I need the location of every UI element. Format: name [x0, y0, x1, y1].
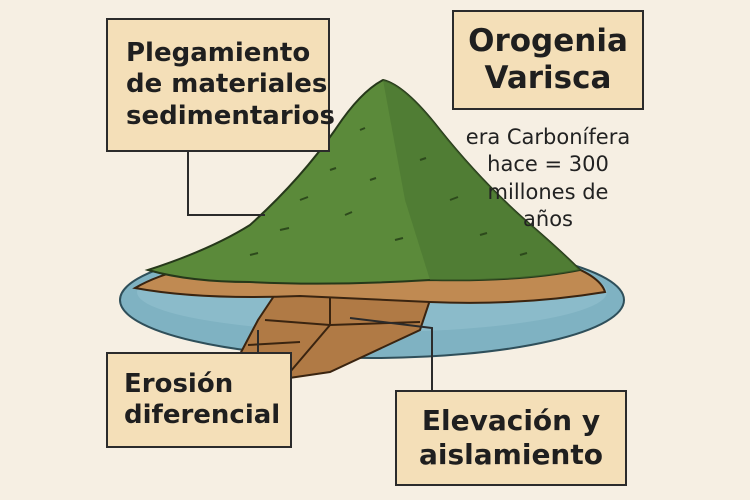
label-elevation-line: aislamiento [419, 438, 603, 471]
label-elevation: Elevación y aislamiento [395, 390, 627, 486]
label-folding: Plegamiento de materiales sedimentarios [106, 18, 335, 152]
era-caption: era Carbonífera hace = 300 millones de a… [452, 124, 644, 233]
label-folding-line: sedimentarios [126, 100, 335, 131]
connector-folding [187, 152, 265, 216]
era-caption-line: era Carbonífera [465, 125, 631, 149]
label-elevation-line: Elevación y [421, 404, 601, 438]
era-caption-line: hace = 300 [487, 152, 609, 177]
label-erosion-line: diferencial [124, 400, 281, 430]
label-erosion: Erosión diferencial [106, 352, 292, 448]
label-orogeny-line: Orogenia [468, 22, 628, 59]
label-folding-line: de materiales [126, 69, 328, 100]
label-orogeny-line: Varisca [484, 60, 612, 96]
rock-strata-line [247, 341, 301, 346]
label-orogeny: Orogenia Varisca [452, 10, 644, 110]
mountain-texture [249, 127, 528, 256]
label-erosion-line: Erosión [124, 368, 234, 399]
era-caption-line: millones de [487, 179, 609, 204]
era-caption-line: años [523, 206, 573, 231]
label-folding-line: Plegamiento [126, 38, 311, 69]
connector-elevation [349, 317, 433, 390]
mountain-shadow [383, 80, 580, 281]
